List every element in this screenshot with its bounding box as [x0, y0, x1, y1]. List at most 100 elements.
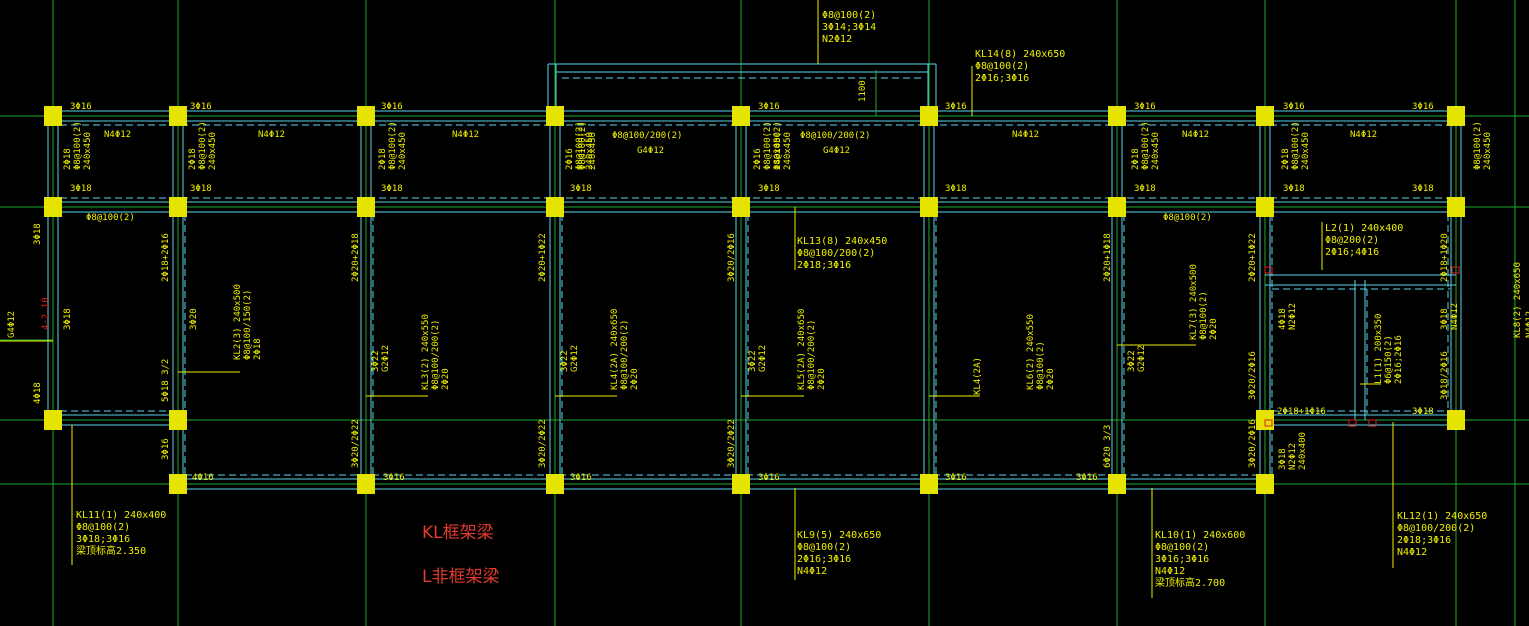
vertical-beam-label: 2Φ18 [378, 148, 388, 170]
kl11-label: 3Φ18;3Φ16 [76, 534, 130, 545]
left-bar-label: 3Φ18 [33, 223, 43, 245]
n4-label: N4Φ12 [258, 130, 285, 140]
l1-label: 2Φ16;2Φ16 [1394, 335, 1404, 384]
column [44, 410, 62, 430]
kl12-label: 2Φ18;3Φ16 [1397, 535, 1451, 546]
support-label: 3Φ20/2Φ22 [538, 419, 548, 468]
support-label: 3Φ20/2Φ16 [727, 233, 737, 282]
column [1256, 197, 1274, 217]
kl9-label: N4Φ12 [797, 566, 827, 577]
l2-label: 2Φ16;4Φ16 [1325, 247, 1379, 258]
stirrup-label: Φ8@100(2) [86, 213, 135, 223]
vertical-beam-label: Φ8@100(2) [763, 121, 773, 170]
vertical-beam-label: 3Φ18 [1440, 308, 1450, 330]
dimension-text: 1100 [858, 80, 868, 102]
vertical-beam-label: Φ8@100(2) [198, 121, 208, 170]
kl12-label: KL12(1) 240x650 [1397, 511, 1487, 522]
l3-label: N2Φ12 [822, 34, 852, 45]
left-bar-label: 4Φ18 [33, 382, 43, 404]
vertical-beam-label: Φ8@100(2) [388, 121, 398, 170]
kl9-label: Φ8@100(2) [797, 542, 851, 553]
kl7-label: Φ8@100(2) [1199, 291, 1209, 340]
top-bar-label: 3Φ16 [1412, 102, 1434, 112]
vertical-beam-label: Φ8@100(2) [575, 121, 585, 170]
g2-label: 3Φ22 [748, 350, 758, 372]
column [357, 197, 375, 217]
vertical-beam-label: N4Φ12 [1450, 303, 1460, 330]
column [732, 197, 750, 217]
support-label: 2Φ20+2Φ18 [351, 233, 361, 282]
top-bar-label: 3Φ18 [190, 184, 212, 194]
kl13-label: Φ8@100/200(2) [797, 248, 875, 259]
beam-lines [47, 63, 1462, 490]
kl10-label: 3Φ16;3Φ16 [1155, 554, 1209, 565]
vertical-beam-label: 2Φ18 [1281, 148, 1291, 170]
kl3-label: Φ8@100/200(2) [431, 320, 441, 390]
kl14-label: Φ8@100(2) [975, 61, 1029, 72]
l2-label: Φ8@200(2) [1325, 235, 1379, 246]
kl8-label: N4Φ12 [1525, 311, 1529, 338]
kl6-label: Φ8@100(2) [1036, 341, 1046, 390]
kl7-label: KL7(3) 240x500 [1189, 264, 1199, 340]
vertical-beam-label: 240x450 [1151, 132, 1161, 170]
column [1447, 106, 1465, 126]
vertical-beam-label: 3Φ18 [1278, 448, 1288, 470]
kl3-label: 2Φ20 [441, 368, 451, 390]
support-label: 3Φ20/2Φ22 [727, 419, 737, 468]
n4-label: N4Φ12 [1182, 130, 1209, 140]
column [920, 474, 938, 494]
l2-label: L2(1) 240x400 [1325, 223, 1403, 234]
kl2-label: Φ8@100/150(2) [243, 290, 253, 360]
red-mark [1264, 419, 1273, 427]
top-bar-label: 3Φ18 [570, 184, 592, 194]
kl13-label: KL13(8) 240x450 [797, 236, 887, 247]
vertical-beam-label: N2Φ12 [1288, 443, 1298, 470]
column [169, 106, 187, 126]
kl5-label: KL5(2A) 240x650 [797, 309, 807, 390]
column [920, 197, 938, 217]
bottom-bar-label: 2Φ18+1Φ16 [1277, 407, 1326, 417]
kl3-label: KL3(2) 240x550 [421, 314, 431, 390]
bottom-bar-label: 4Φ16 [192, 473, 214, 483]
column [357, 474, 375, 494]
vertical-beam-label: 2Φ16 [753, 148, 763, 170]
l3-label: 3Φ14;3Φ14 [822, 22, 876, 33]
kl13-label: 2Φ18;3Φ16 [797, 260, 851, 271]
kl5-label: 2Φ20 [817, 368, 827, 390]
g2-label: 3Φ22 [371, 350, 381, 372]
support-label: 2Φ20+1Φ22 [1248, 233, 1258, 282]
column [732, 474, 750, 494]
column [169, 197, 187, 217]
vertical-beam-label: 240x450 [1301, 132, 1311, 170]
kl7-label: 2Φ20 [1209, 318, 1219, 340]
g2-label: G2Φ12 [1137, 345, 1147, 372]
vertical-beam-label: 3Φ20 [189, 308, 199, 330]
g4-label: G4Φ12 [637, 146, 664, 156]
kl9-label: 2Φ16;3Φ16 [797, 554, 851, 565]
vertical-beam-label: Φ8@100(2) [1291, 121, 1301, 170]
kl11-label: 梁顶标高2.350 [76, 544, 146, 557]
column [1256, 474, 1274, 494]
support-label: 3Φ20/2Φ16 [1248, 419, 1258, 468]
g2-label: G2Φ12 [758, 345, 768, 372]
vertical-beam-label: 240x450 [1483, 132, 1493, 170]
column [546, 474, 564, 494]
n4-label: N4Φ12 [104, 130, 131, 140]
left-tag: G4Φ12 [7, 311, 17, 338]
kl4-label: 2Φ20 [630, 368, 640, 390]
support-label: 2Φ18+1Φ20 [1440, 233, 1450, 282]
bottom-bar-label: 3Φ16 [1076, 473, 1098, 483]
column [546, 197, 564, 217]
bottom-bar-label: 3Φ18 [1412, 407, 1434, 417]
kl10-label: N4Φ12 [1155, 566, 1185, 577]
vertical-beam-label: N2Φ12 [1288, 303, 1298, 330]
support-label: 3Φ20/2Φ16 [1248, 351, 1258, 400]
bottom-bar-label: 3Φ16 [758, 473, 780, 483]
n4-label: N4Φ12 [1012, 130, 1039, 140]
kl14-label: 2Φ16;3Φ16 [975, 73, 1029, 84]
kl6-label: KL6(2) 240x550 [1026, 314, 1036, 390]
kl11-label: Φ8@100(2) [76, 522, 130, 533]
vertical-beam-label: 240x450 [83, 132, 93, 170]
